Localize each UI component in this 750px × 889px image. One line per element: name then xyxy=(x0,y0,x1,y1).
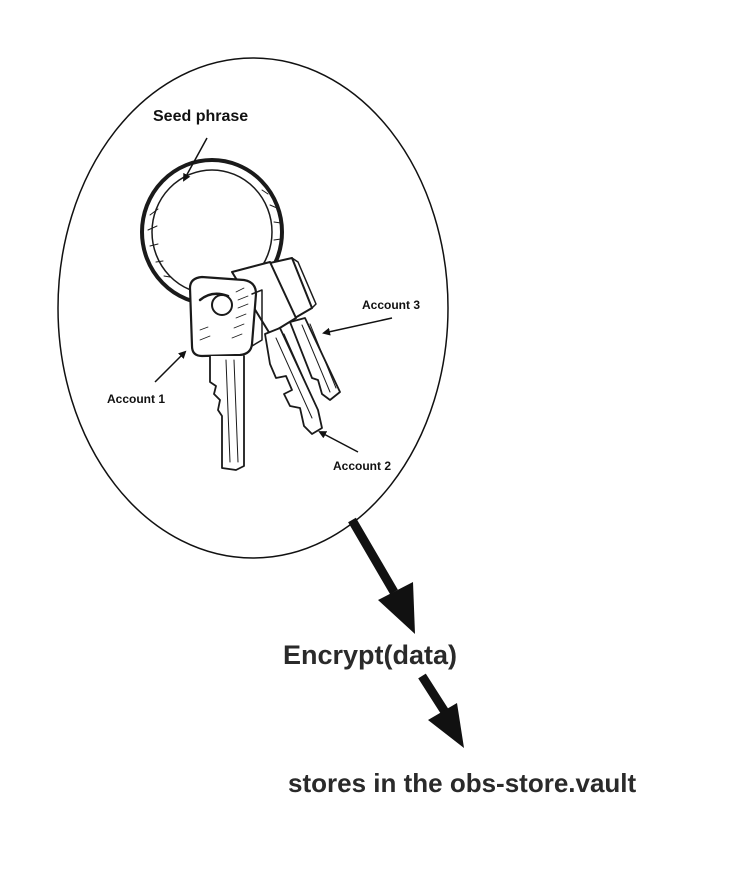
account-3-pointer xyxy=(322,317,393,336)
flow-arrow-to-vault xyxy=(418,673,464,748)
keyring-sketch-icon xyxy=(140,158,341,471)
account-1-label: Account 1 xyxy=(107,392,166,406)
encrypt-step-label: Encrypt(data) xyxy=(283,640,458,670)
container-ellipse xyxy=(57,57,449,559)
account-2-label: Account 2 xyxy=(333,459,392,473)
account-2-pointer xyxy=(318,431,359,453)
account-3-label: Account 3 xyxy=(362,298,421,312)
seed-phrase-label: Seed phrase xyxy=(153,108,249,125)
flow-arrow-to-encrypt xyxy=(348,517,415,634)
vault-store-label: stores in the obs-store.vault xyxy=(288,768,637,798)
seed-phrase-pointer xyxy=(183,137,208,182)
account-1-pointer xyxy=(154,350,187,383)
